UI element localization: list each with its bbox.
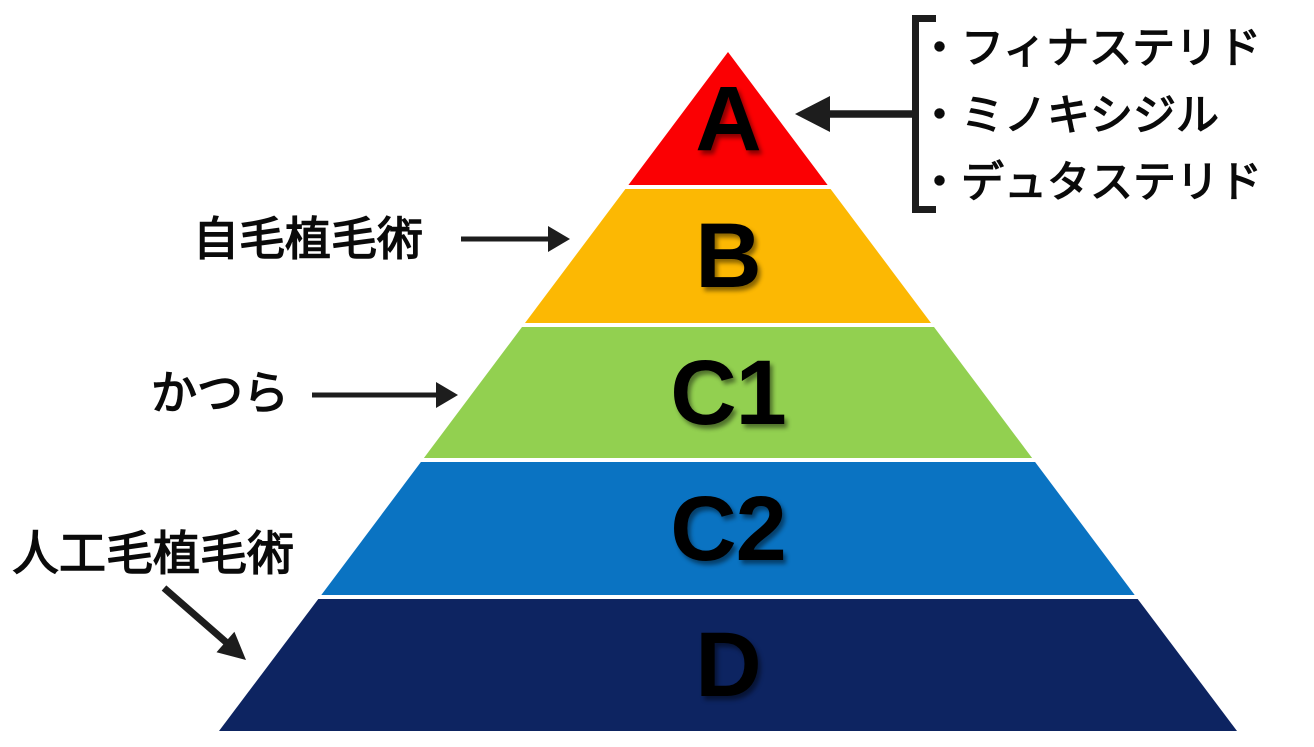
- pyramid-level-d-label: D: [695, 614, 761, 716]
- label-self-hair-transplant: 自毛植毛術: [193, 213, 423, 265]
- medication-item: ・フィナステリド: [918, 25, 1262, 73]
- pyramid-level-b-label: B: [695, 205, 761, 307]
- pyramid: A B C1 C2 D: [219, 52, 1237, 731]
- medication-list: ・フィナステリド ・ミノキシジル ・デュタステリド: [918, 16, 1262, 217]
- pyramid-level-c2: C2: [321, 462, 1135, 595]
- pyramid-level-a-label: A: [695, 67, 761, 170]
- pyramid-level-c1: C1: [423, 327, 1033, 458]
- medication-item: ・デュタステリド: [918, 159, 1262, 207]
- label-artificial-hair-transplant: 人工毛植毛術: [12, 527, 294, 580]
- pyramid-level-c2-label: C2: [670, 477, 787, 580]
- medication-item: ・ミノキシジル: [918, 92, 1219, 140]
- pyramid-level-d: D: [219, 599, 1237, 731]
- pyramid-level-c1-label: C1: [670, 341, 787, 444]
- label-wig: かつら: [151, 367, 289, 419]
